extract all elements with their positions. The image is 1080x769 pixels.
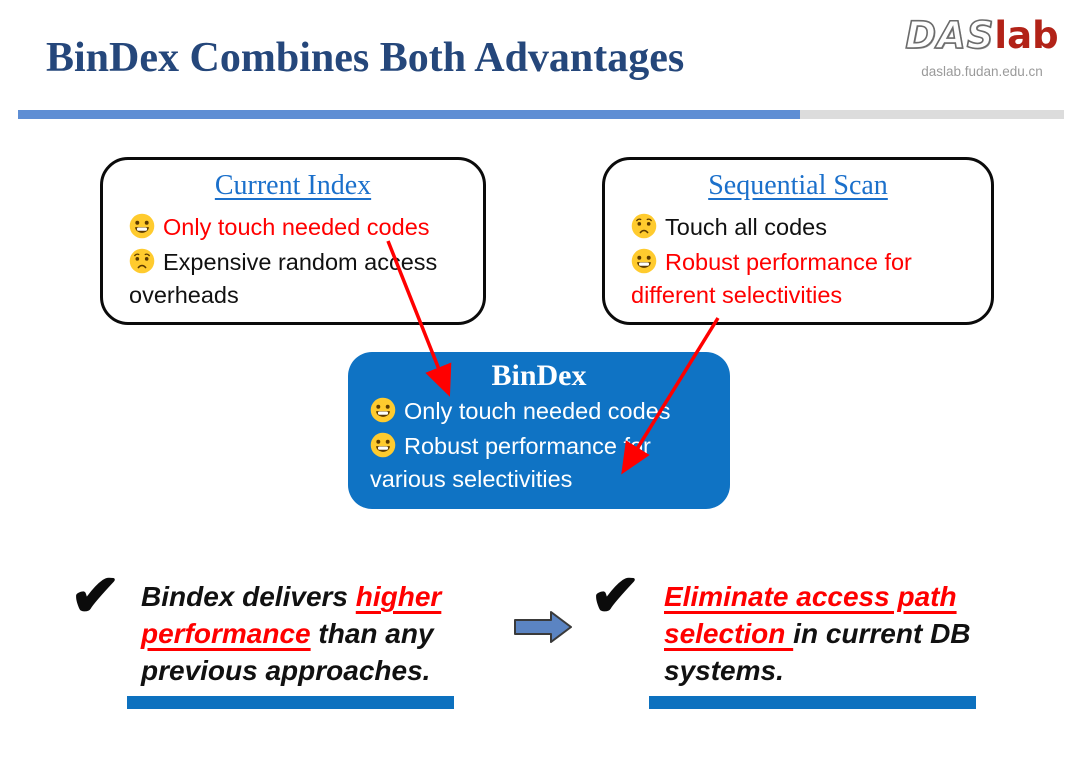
checkmark-icon: ✔ [68, 561, 122, 630]
happy-emoji-icon [370, 397, 396, 423]
text-segment-highlight: Eliminate access path [664, 581, 957, 612]
conclusion-line: selection in current DB [664, 615, 971, 652]
underline-bar-left [127, 696, 454, 709]
logo-lab-text: lab [994, 14, 1059, 57]
conclusion-line: performance than any [141, 615, 441, 652]
header-divider [18, 110, 1064, 119]
worried-emoji-icon [631, 213, 657, 239]
text-segment-highlight: selection [664, 618, 794, 649]
text-segment: previous approaches. [141, 655, 431, 686]
happy-emoji-icon [370, 432, 396, 458]
underline-bar-right [649, 696, 976, 709]
header-divider-accent [18, 110, 800, 119]
conclusion-line: Eliminate access path [664, 578, 971, 615]
conclusion-right-text: Eliminate access path selection in curre… [664, 578, 971, 689]
conclusion-line: previous approaches. [141, 652, 441, 689]
logo-das-text: DAS [905, 14, 995, 57]
checkmark-icon: ✔ [588, 561, 642, 630]
daslab-logo: DASlab daslab.fudan.edu.cn [898, 14, 1066, 79]
list-item: Touch all codes [631, 211, 965, 244]
bullet-text: Expensive random access overheads [129, 249, 438, 308]
logo-url-text: daslab.fudan.edu.cn [921, 63, 1043, 79]
text-segment: in current DB [793, 618, 971, 649]
sequential-scan-box: Sequential Scan Touch all codes Robust p… [602, 157, 994, 325]
text-segment-highlight: higher [355, 581, 442, 612]
list-item: Only touch needed codes [370, 395, 708, 428]
text-segment: systems. [664, 655, 784, 686]
conclusion-line: Bindex delivers higher [141, 578, 441, 615]
sequential-scan-title: Sequential Scan [708, 170, 888, 201]
right-block-arrow-icon [514, 611, 572, 643]
list-item: Expensive random access overheads [129, 246, 457, 312]
list-item: Only touch needed codes [129, 211, 457, 244]
worried-emoji-icon [129, 248, 155, 274]
text-segment: Bindex delivers [141, 581, 356, 612]
bullet-text: Robust performance for various selectivi… [370, 433, 651, 492]
happy-emoji-icon [631, 248, 657, 274]
conclusion-line: systems. [664, 652, 971, 689]
text-segment-highlight: performance [141, 618, 311, 649]
current-index-box: Current Index Only touch needed codes Ex… [100, 157, 486, 325]
list-item: Robust performance for various selectivi… [370, 430, 708, 496]
happy-emoji-icon [129, 213, 155, 239]
current-index-title: Current Index [214, 170, 372, 201]
bullet-text: Robust performance for different selecti… [631, 249, 912, 308]
conclusion-left-text: Bindex delivers higher performance than … [141, 578, 441, 689]
bullet-text: Touch all codes [665, 214, 827, 240]
bullet-text: Only touch needed codes [404, 398, 671, 424]
page-title: BinDex Combines Both Advantages [46, 35, 685, 81]
bullet-text: Only touch needed codes [163, 214, 430, 240]
list-item: Robust performance for different selecti… [631, 246, 965, 312]
text-segment: than any [310, 618, 434, 649]
bindex-title: BinDex [491, 359, 587, 392]
bindex-box: BinDex Only touch needed codes Robust pe… [348, 352, 730, 509]
daslab-logo-wordmark: DASlab [898, 14, 1066, 57]
